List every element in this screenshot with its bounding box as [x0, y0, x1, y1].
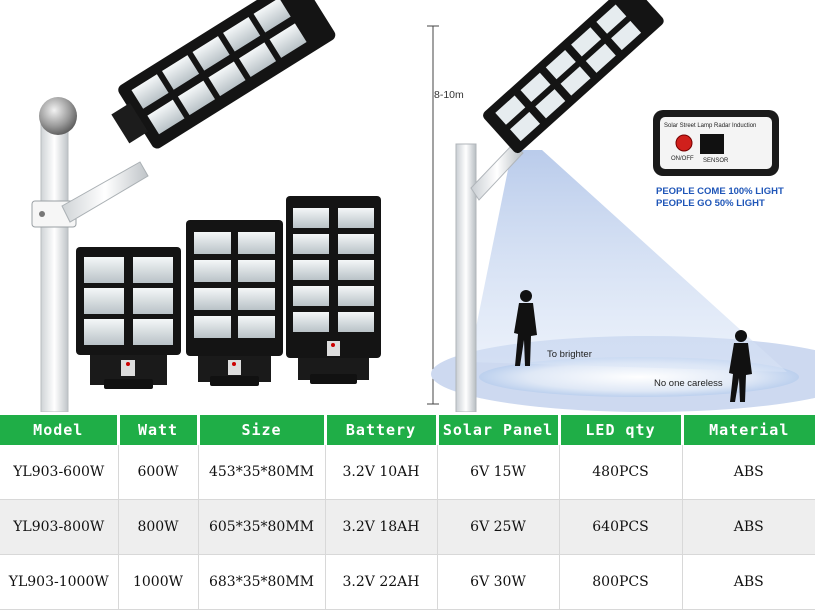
power-button-icon — [675, 134, 693, 152]
cell-material: ABS — [682, 445, 815, 500]
large-lamp — [111, 0, 336, 149]
header-size: Size — [198, 415, 327, 445]
scene-pole — [455, 143, 477, 412]
scene-illustration — [427, 0, 815, 412]
scene-lamp — [483, 0, 664, 154]
cell-led-qty: 640PCS — [559, 499, 683, 555]
people-come-text: PEOPLE COME 100% LIGHT — [656, 186, 784, 197]
cell-model: YL903-600W — [0, 445, 119, 500]
scene-arm — [470, 143, 524, 201]
cell-watt: 1000W — [118, 554, 199, 610]
lamp-product-illustration — [31, 0, 381, 412]
table-row: YL903-800W 800W 605*35*80MM 3.2V 18AH 6V… — [0, 499, 815, 555]
cell-size: 453*35*80MM — [198, 445, 326, 500]
sensor-box-title: Solar Street Lamp Radar Induction — [664, 123, 757, 129]
installation-scene-panel: 8-10m Solar Street Lamp Radar Induction … — [407, 0, 815, 412]
cell-watt: 800W — [118, 499, 199, 555]
lamp-arm — [61, 161, 149, 223]
lamp-600w — [76, 247, 181, 389]
header-material: Material — [682, 415, 815, 445]
light-beam — [469, 150, 787, 372]
to-brighter-label: To brighter — [547, 349, 592, 360]
standing-person-icon — [729, 330, 752, 402]
cell-led-qty: 480PCS — [559, 445, 683, 500]
cell-model: YL903-1000W — [0, 554, 119, 610]
header-model: Model — [0, 415, 120, 445]
table-row: YL903-600W 600W 453*35*80MM 3.2V 10AH 6V… — [0, 445, 815, 500]
cell-size: 605*35*80MM — [198, 499, 326, 555]
table-header-row: Model Watt Size Battery Solar Panel LED … — [0, 415, 815, 445]
spec-table: Model Watt Size Battery Solar Panel LED … — [0, 415, 815, 610]
cell-material: ABS — [682, 499, 815, 555]
header-battery: Battery — [325, 415, 439, 445]
cell-battery: 3.2V 10AH — [325, 445, 438, 500]
cell-solar-panel: 6V 25W — [437, 499, 560, 555]
cell-battery: 3.2V 18AH — [325, 499, 438, 555]
header-watt: Watt — [118, 415, 200, 445]
cell-watt: 600W — [118, 445, 199, 500]
cell-led-qty: 800PCS — [559, 554, 683, 610]
header-solar-panel: Solar Panel — [437, 415, 561, 445]
table-row: YL903-1000W 1000W 683*35*80MM 3.2V 22AH … — [0, 554, 815, 610]
cell-material: ABS — [682, 554, 815, 610]
install-height-label: 8-10m — [434, 89, 464, 101]
lamp-800w — [186, 220, 283, 386]
header-led-qty: LED qty — [559, 415, 684, 445]
pole-cap — [39, 97, 77, 135]
cell-battery: 3.2V 22AH — [325, 554, 438, 610]
sensor-window — [700, 134, 724, 154]
walking-person-icon — [514, 290, 537, 366]
cell-model: YL903-800W — [0, 499, 119, 555]
lamp-pole — [40, 117, 69, 412]
cell-solar-panel: 6V 30W — [437, 554, 560, 610]
cell-solar-panel: 6V 15W — [437, 445, 560, 500]
product-photo-panel — [0, 0, 405, 412]
people-go-text: PEOPLE GO 50% LIGHT — [656, 198, 765, 209]
cell-size: 683*35*80MM — [198, 554, 326, 610]
lamp-1000w — [286, 196, 381, 384]
no-one-label: No one careless — [654, 378, 723, 389]
sensor-label: SENSOR — [703, 158, 729, 164]
sensor-onoff-label: ON/OFF — [671, 156, 694, 162]
